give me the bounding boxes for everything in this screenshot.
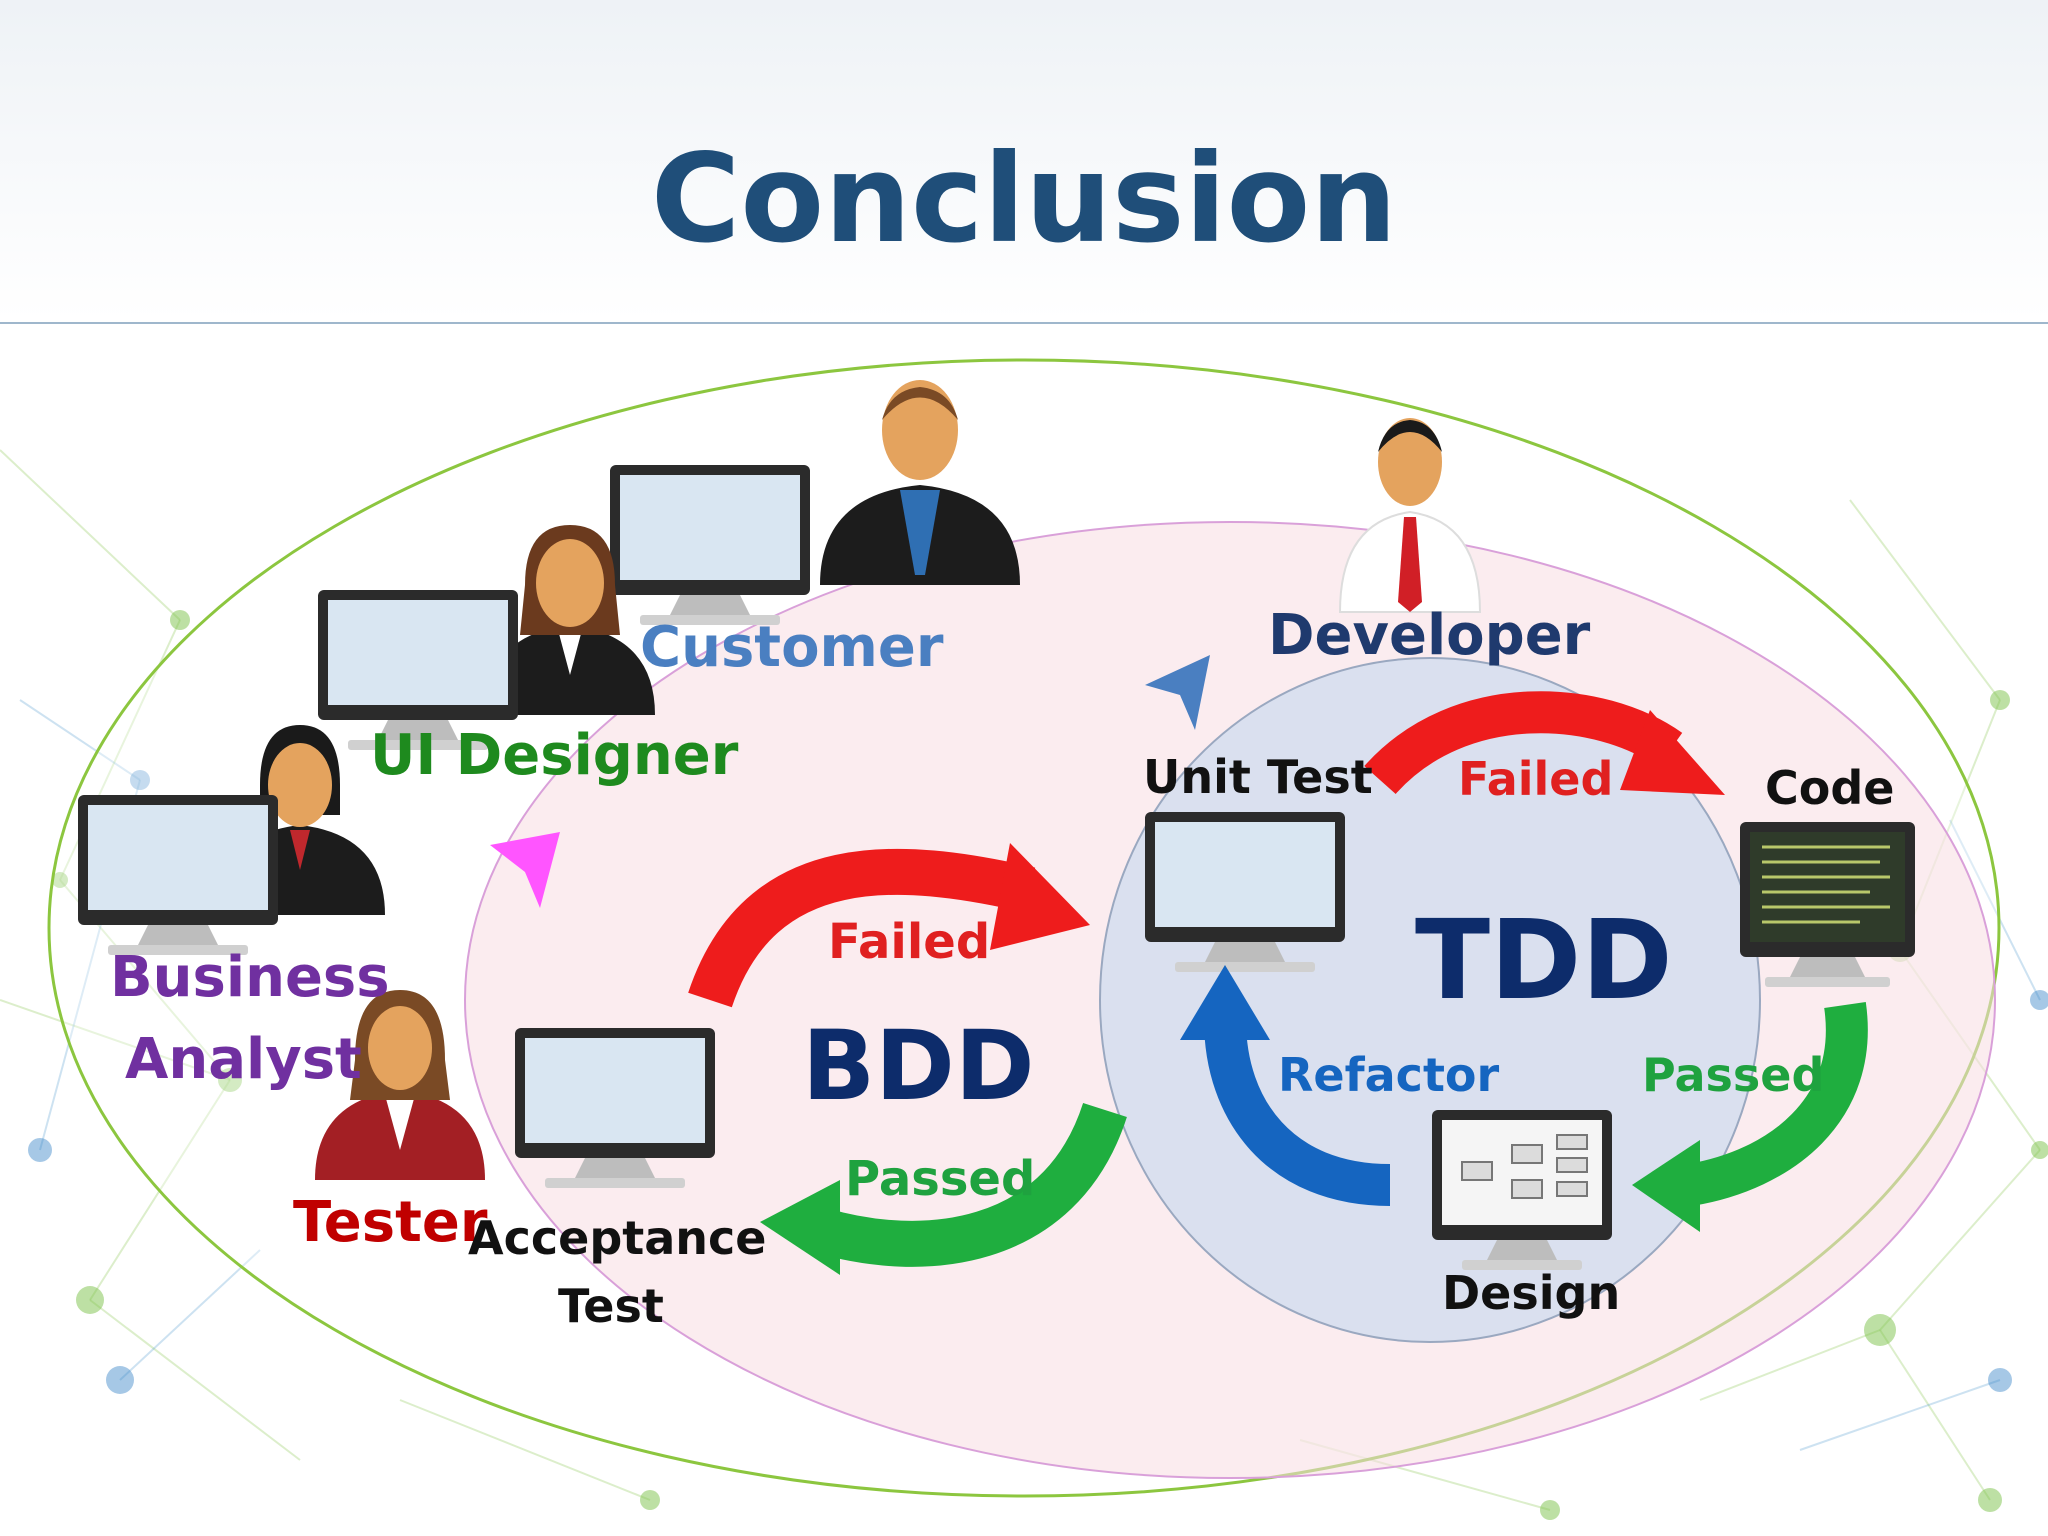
bdd-failed-label: Failed [828,914,991,970]
tester-person-icon [315,990,485,1180]
business-analyst-label-line2: Analyst [125,1027,362,1092]
tester-label: Tester [293,1190,488,1255]
customer-person-icon [820,380,1020,585]
tdd-refactor-arrow [1204,1019,1391,1206]
tdd-failed-arrow [1364,691,1683,795]
bdd-passed-arrowhead [760,1180,840,1275]
acceptance-test-label-line1: Acceptance [468,1211,767,1265]
bdd-label: BDD [802,1010,1035,1122]
blue-pointer-arrow [1145,655,1210,730]
code-label: Code [1765,761,1895,815]
bdd-passed-label: Passed [845,1151,1036,1207]
bdd-failed-arrowhead [990,843,1090,950]
tdd-refactor-arrowhead [1180,965,1270,1040]
developer-label: Developer [1268,603,1591,668]
developer-person-icon [1338,418,1482,613]
page-title: Conclusion [650,128,1398,270]
bdd-passed-arrow [813,1102,1127,1267]
tdd-label: TDD [1415,896,1673,1024]
bdd-failed-arrow [688,848,1036,1008]
tdd-passed-arrowhead [1632,1140,1700,1232]
ui-designer-label: UI Designer [370,723,739,788]
unit-test-label: Unit Test [1143,750,1373,804]
tdd-passed-label: Passed [1642,1048,1825,1102]
tdd-refactor-label: Refactor [1278,1048,1500,1102]
tdd-failed-arrowhead [1620,710,1725,795]
design-label: Design [1442,1266,1621,1320]
code-monitor-icon [1740,822,1915,987]
ui-designer-person-icon [485,525,655,715]
tdd-failed-label: Failed [1458,752,1614,806]
magenta-pointer-arrow [490,832,560,908]
design-monitor-icon [1432,1110,1612,1270]
acceptance-test-label-line2: Test [558,1279,664,1333]
business-analyst-label-line1: Business [110,945,390,1010]
tdd-passed-arrow [1686,1002,1868,1206]
customer-label: Customer [640,615,944,680]
